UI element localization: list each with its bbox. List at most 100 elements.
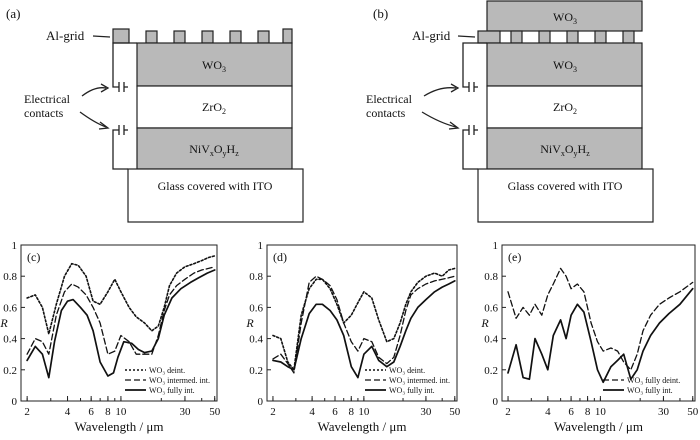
legend-entry: WO₃ fully int. [389,386,435,395]
x-tick-label: 6 [88,406,94,418]
x-tick-label: 4 [545,406,551,418]
x-tick-label: 4 [65,406,71,418]
legend-entry: WO₃ fully int. [627,386,673,395]
al-grid-a [112,28,293,44]
x-axis-label: Wavelength / μm [318,419,407,434]
panel-label: (e) [508,250,521,264]
panel-label-a: (a) [6,6,20,21]
wo3-layer-b [486,42,643,87]
x-tick-label: 2 [505,406,511,418]
x-tick-label: 4 [309,406,315,418]
contacts-arrow-b-1 [423,87,457,97]
zro2-layer-b [486,85,643,129]
series-line-dashed [272,275,456,374]
zro2-label-a: ZrO2 [202,100,226,116]
panel-label-b: (b) [373,6,388,21]
y-tick-label: 1 [12,240,18,252]
niv-label-a: NiVxOyHz [189,142,239,158]
series-line-solid [272,280,456,379]
y-tick-label: 0.6 [484,302,498,314]
niv-layer-b [486,127,643,170]
wo3-layer-a [136,42,293,87]
wo3-label-b: WO3 [553,58,577,74]
y-axis-label: R [480,316,489,330]
y-tick-label: 0 [258,396,264,408]
legend-entry: WO₃ intermed. int. [389,376,450,385]
y-tick-label: 1 [258,240,264,252]
y-tick-label: 0.8 [3,271,17,283]
al-grid-b [477,30,635,44]
series-line-dotted [272,267,456,371]
x-tick-label: 8 [349,406,355,418]
contacts-arrow-b-2 [421,111,457,128]
y-tick-label: 0.6 [249,302,263,314]
legend-entry: WO₃ intermed. int. [149,376,210,385]
top-wo3-layer-b [486,0,643,32]
x-tick-label: 10 [595,406,607,418]
series-line-solid [507,287,694,384]
x-tick-label: 2 [24,406,30,418]
contacts-arrow-a-1 [81,87,107,97]
glass-ito-label-b: Glass covered with ITO [508,179,623,193]
series-line-solid [26,269,216,379]
x-tick-label: 6 [568,406,574,418]
al-grid-label-a: Al-grid [46,28,85,43]
x-tick-label: 50 [687,406,699,418]
niv-label-b: NiVxOyHz [540,142,590,158]
legend-entry: WO₃ fully deint. [627,376,680,385]
contacts-label-b-line2: contacts [366,106,406,120]
y-tick-label: 0.8 [484,271,498,283]
zro2-label-b: ZrO2 [553,100,577,116]
niv-layer-a [136,127,293,170]
contact-wire-bottom-a [112,129,128,170]
series-line-dashed [507,267,694,371]
y-tick-label: 0.8 [249,271,263,283]
plot-frame [266,244,458,402]
y-tick-label: 0.6 [3,302,17,314]
diagram-b: (b) WO3 Al-grid Electrical contacts WO [366,0,654,223]
series-line-dashed [26,266,216,355]
x-tick-label: 8 [105,406,111,418]
y-tick-label: 0.2 [3,365,17,377]
al-grid-pointer-a [92,35,111,38]
glass-ito-layer-a [127,168,304,223]
al-grid-label-b: Al-grid [412,28,451,43]
y-axis-label: R [245,316,254,330]
x-tick-label: 30 [179,406,191,418]
x-tick-label: 50 [209,406,221,418]
contacts-label-a-line1: Electrical [24,92,71,106]
legend-entry: WO₃ fully int. [149,386,195,395]
zro2-layer-a [136,85,293,129]
y-tick-label: 0.4 [3,334,17,346]
contacts-arrow-a-2 [79,111,107,128]
x-axis-label: Wavelength / μm [75,419,164,434]
x-tick-label: 30 [658,406,670,418]
y-tick-label: 0.2 [249,365,263,377]
contacts-label-b-line1: Electrical [366,92,413,106]
series-line-dotted [26,255,216,335]
al-grid-pointer-b [457,35,476,38]
y-tick-label: 1 [493,240,499,252]
plot-frame [501,244,696,402]
panel-label: (d) [273,250,287,264]
legend-entry: WO₃ deint. [149,366,185,375]
x-axis-label: Wavelength / μm [554,419,643,434]
y-tick-label: 0.4 [249,334,263,346]
contact-wire-bottom-b [462,129,478,170]
plot-frame [20,244,218,402]
y-tick-label: 0 [493,396,499,408]
x-tick-label: 2 [270,406,276,418]
y-tick-label: 0 [12,396,18,408]
y-axis-label: R [0,316,8,330]
x-tick-label: 10 [358,406,370,418]
x-tick-label: 10 [115,406,127,418]
wo3-label-a: WO3 [202,58,226,74]
y-tick-label: 0.2 [484,365,498,377]
glass-ito-label-a: Glass covered with ITO [158,179,273,193]
x-tick-label: 50 [449,406,461,418]
legend-entry: WO₃ deint. [389,366,425,375]
